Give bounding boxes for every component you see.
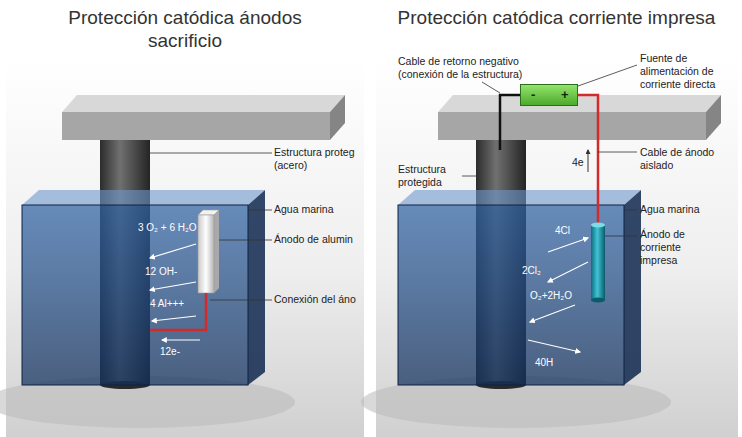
reaction-arrow — [528, 340, 580, 352]
reaction-label: 2Cl₂ — [522, 264, 541, 277]
terminal-sign: - — [531, 87, 535, 103]
impressed-current-anode — [591, 225, 605, 300]
negative-return-cable — [500, 95, 522, 150]
leader-line — [248, 210, 272, 211]
seawater-box — [398, 205, 624, 385]
current-arrow — [588, 150, 589, 172]
dc-power-source: -+ — [520, 84, 578, 106]
reaction-arrow — [162, 339, 200, 340]
callout-label: Estructura proteg (acero) — [274, 146, 369, 172]
reaction-label: 12 OH- — [145, 265, 177, 278]
reaction-arrow — [548, 262, 588, 282]
reaction-label: 40H — [535, 356, 553, 369]
terminal-sign: + — [561, 87, 569, 103]
panel-heading: Protección catódica ánodos sacrificio — [40, 6, 330, 52]
seawater-box — [22, 205, 248, 385]
backdrop — [376, 58, 738, 437]
deck-slab — [62, 112, 330, 140]
callout-label: Agua marina — [274, 203, 334, 216]
reaction-label: 3 O₂ + 6 H₂O — [138, 221, 197, 234]
sacrificial-anode-scene — [0, 58, 364, 437]
leader-line — [150, 153, 272, 154]
seawater-box — [22, 190, 265, 385]
seawater-box — [22, 205, 248, 385]
reaction-arrow — [528, 238, 588, 352]
panel-region: Protección catódica ánodos sacrificio — [0, 0, 371, 437]
callout-label: Fuente de alimentación de corriente dire… — [640, 52, 730, 91]
reaction-label: 4Cl — [555, 224, 570, 237]
leader-line — [605, 236, 637, 237]
aluminium-anode — [214, 210, 219, 293]
leader-line — [624, 210, 637, 211]
callout-label: Ánodo de corriente impresa — [640, 228, 720, 267]
leader-line — [578, 65, 637, 86]
callout-label: Agua marina — [640, 203, 700, 216]
callout-label: Cable de ánodo aislado — [640, 146, 730, 172]
backdrop — [6, 58, 364, 437]
reaction-label: O₂+2H₂O — [530, 289, 572, 302]
deck-slab — [62, 95, 345, 140]
callout-label: 4e — [572, 156, 584, 169]
panel-heading: Protección catódica corriente impresa — [374, 6, 739, 29]
deck-slab — [438, 95, 721, 112]
seawater-box — [624, 190, 641, 385]
leader-line — [598, 152, 637, 153]
deck-slab — [330, 95, 345, 140]
leader-line — [482, 82, 500, 93]
seawater-box — [248, 190, 265, 385]
reaction-label: 12e- — [160, 345, 180, 358]
callout-label: Cable de retorno negativo (conexión de l… — [398, 55, 533, 81]
leader-line — [462, 176, 476, 177]
callout-label: Conexión del áno — [274, 293, 356, 306]
reaction-arrow — [530, 305, 575, 322]
leader-line — [219, 240, 272, 241]
reaction-label: 4 Al+++ — [150, 297, 184, 310]
impressed-current-anode — [591, 223, 605, 228]
reaction-arrow — [152, 316, 196, 321]
impressed-current-anode — [591, 223, 605, 303]
reaction-arrow — [150, 244, 200, 340]
deck-slab — [706, 95, 721, 140]
seawater-box — [398, 190, 641, 385]
impressed-current-anode — [591, 298, 605, 303]
leader-line — [462, 65, 637, 236]
reaction-arrow — [150, 282, 196, 290]
deck-slab — [438, 95, 721, 140]
leader-line — [210, 300, 272, 301]
deck-slab — [438, 112, 706, 140]
callout-label: Estructura protegida — [398, 163, 460, 189]
deck-slab — [62, 95, 345, 112]
anode-connection-wire — [150, 293, 206, 330]
aluminium-anode — [198, 210, 219, 293]
seawater-box — [398, 190, 641, 205]
aluminium-anode — [198, 215, 214, 293]
impressed-current-scene — [361, 58, 738, 437]
reaction-arrow — [150, 244, 196, 258]
callout-label: Ánodo de alumin — [274, 233, 353, 246]
seawater-box — [22, 190, 265, 205]
seawater-box — [398, 205, 624, 385]
reaction-arrow — [548, 238, 588, 252]
